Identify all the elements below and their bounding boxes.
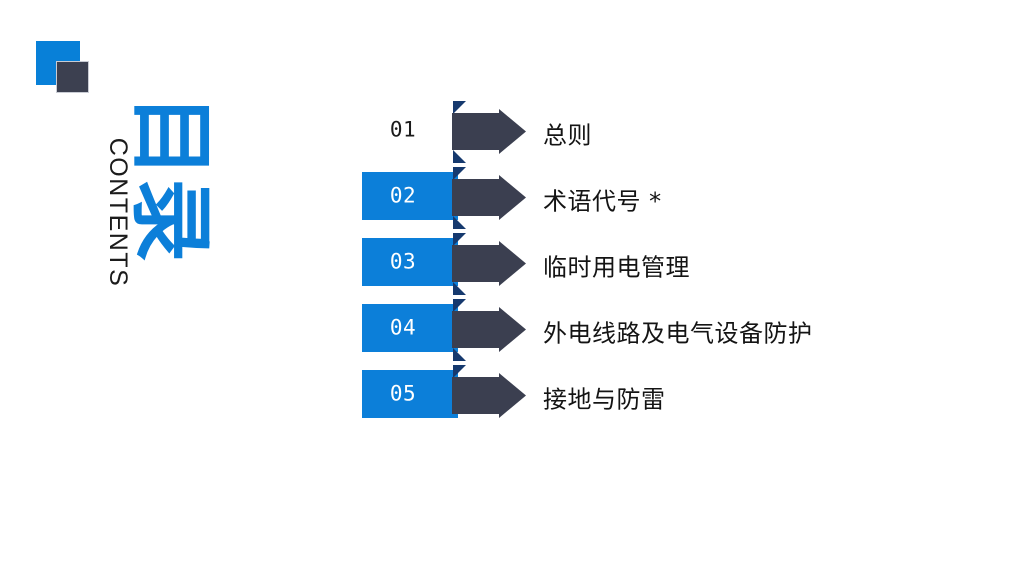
list-item[interactable]: 03 临时用电管理 xyxy=(362,232,962,298)
arrow-tail-top-icon xyxy=(453,299,466,312)
list-item[interactable]: 02 术语代号 * xyxy=(362,166,962,232)
arrow-right-icon xyxy=(452,307,526,352)
item-label: 术语代号 * xyxy=(543,187,662,216)
arrow-tail-bottom-icon xyxy=(453,348,466,361)
item-number-box: 02 xyxy=(362,172,458,220)
item-label: 总则 xyxy=(543,121,592,150)
vertical-title-block: CONTENTS 目录 xyxy=(68,94,220,330)
arrow-marker xyxy=(452,100,532,166)
arrow-tail-bottom-icon xyxy=(453,150,466,163)
item-number: 02 xyxy=(389,183,417,208)
arrow-marker xyxy=(452,364,532,430)
item-number-box: 01 xyxy=(362,106,458,154)
arrow-marker xyxy=(452,298,532,364)
item-number-box: 03 xyxy=(362,238,458,286)
arrow-tail-top-icon xyxy=(453,167,466,180)
logo-mark xyxy=(36,41,88,92)
arrow-marker xyxy=(452,232,532,298)
arrow-tail-bottom-icon xyxy=(453,282,466,295)
arrow-tail-top-icon xyxy=(453,365,466,378)
arrow-right-icon xyxy=(452,175,526,220)
item-number-box: 04 xyxy=(362,304,458,352)
logo-square-dark-icon xyxy=(57,62,88,92)
item-number-box: 05 xyxy=(362,370,458,418)
item-label: 外电线路及电气设备防护 xyxy=(543,319,813,348)
arrow-marker xyxy=(452,166,532,232)
item-number: 05 xyxy=(389,381,417,406)
arrow-right-icon xyxy=(452,109,526,154)
list-item[interactable]: 05 接地与防雷 xyxy=(362,364,962,430)
contents-list: 01 总则 02 xyxy=(362,100,962,430)
page-title-chinese: 目录 xyxy=(122,93,220,262)
item-number: 04 xyxy=(389,315,417,340)
item-label: 临时用电管理 xyxy=(543,253,690,282)
arrow-right-icon xyxy=(452,373,526,418)
list-item[interactable]: 01 总则 xyxy=(362,100,962,166)
arrow-tail-bottom-icon xyxy=(453,216,466,229)
arrow-right-icon xyxy=(452,241,526,286)
item-number: 01 xyxy=(389,117,417,142)
item-label: 接地与防雷 xyxy=(543,385,666,414)
list-item[interactable]: 04 外电线路及电气设备防护 xyxy=(362,298,962,364)
item-number: 03 xyxy=(389,249,417,274)
arrow-tail-top-icon xyxy=(453,233,466,246)
arrow-tail-top-icon xyxy=(453,101,466,114)
